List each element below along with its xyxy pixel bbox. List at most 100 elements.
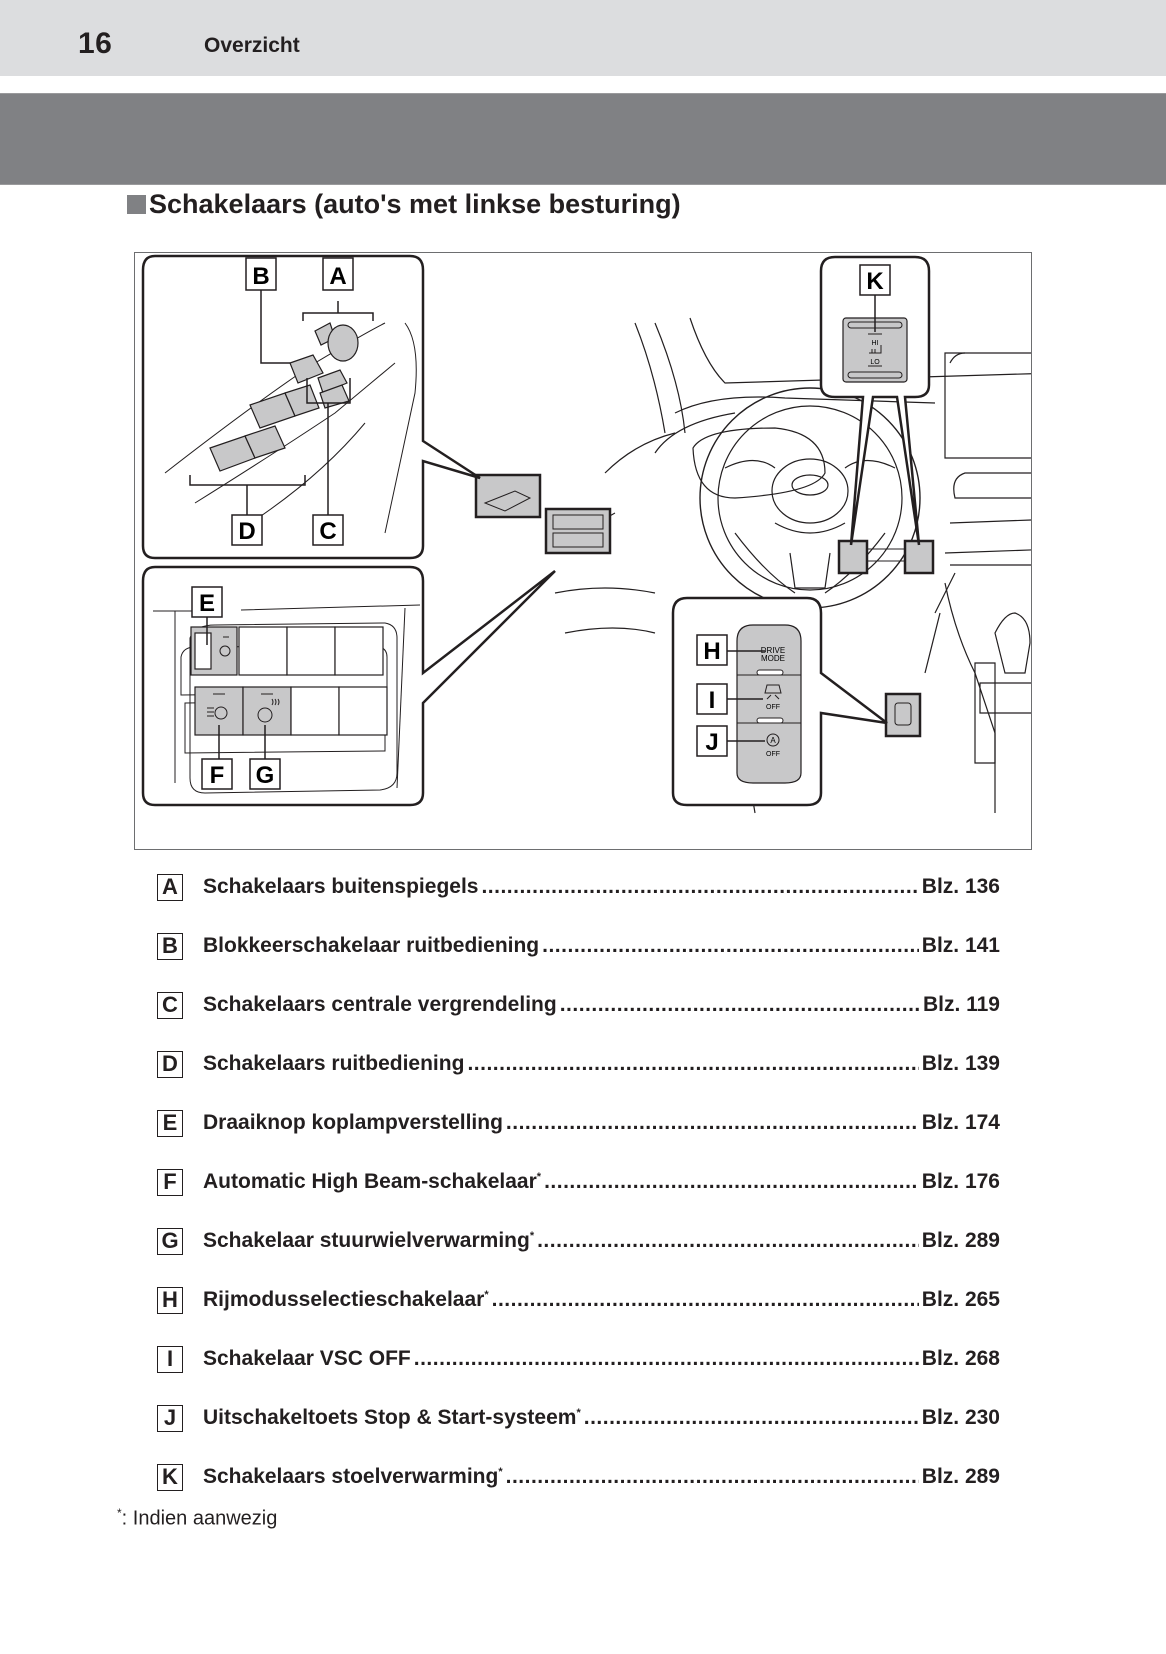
item-label: Rijmodusselectieschakelaar* xyxy=(203,1288,489,1311)
item-label: Schakelaar stuurwielverwarming* xyxy=(203,1229,535,1252)
page-reference-link[interactable]: Blz. 289 xyxy=(921,1229,1000,1252)
page-number: 16 xyxy=(78,27,113,60)
page-reference-link[interactable]: Blz. 289 xyxy=(921,1465,1000,1488)
callout-i-label: I xyxy=(709,687,716,714)
callout-a-label: A xyxy=(329,263,346,290)
page-reference-link[interactable]: Blz. 119 xyxy=(922,993,1000,1016)
page-reference-link[interactable]: Blz. 176 xyxy=(921,1170,1000,1193)
list-item: F Automatic High Beam-schakelaar* Blz. 1… xyxy=(157,1167,1000,1197)
leader-dots xyxy=(414,1347,919,1371)
chapter-band xyxy=(0,93,1166,185)
callout-F: F xyxy=(201,758,233,790)
square-bullet-icon xyxy=(127,195,146,214)
vsc-off-label: OFF xyxy=(766,704,780,711)
item-key: I xyxy=(157,1345,183,1373)
leader-dots xyxy=(544,1170,919,1194)
item-key: H xyxy=(157,1286,183,1314)
list-item: A Schakelaars buitenspiegels Blz. 136 xyxy=(157,872,1000,902)
leader-dots xyxy=(542,934,919,958)
leader-dots xyxy=(506,1111,919,1135)
item-label: Schakelaars ruitbediening xyxy=(203,1052,465,1075)
item-label: Draaiknop koplampverstelling xyxy=(203,1111,503,1134)
list-item: D Schakelaars ruitbediening Blz. 139 xyxy=(157,1049,1000,1079)
leader-dots xyxy=(492,1288,919,1312)
seat-heater-icon xyxy=(869,345,882,354)
page-reference-link[interactable]: Blz. 136 xyxy=(921,875,1000,898)
footnote: *: Indien aanwezig xyxy=(117,1506,277,1531)
item-label: Uitschakeltoets Stop & Start-systeem* xyxy=(203,1406,581,1429)
steering-heater-icon xyxy=(257,707,273,723)
footnote-marker: * xyxy=(117,1506,122,1520)
headlight-level-icon xyxy=(219,645,231,657)
switches-illustration: B A D C xyxy=(134,252,1032,850)
leader-dots xyxy=(537,1229,919,1253)
item-key: J xyxy=(157,1404,183,1432)
item-label: Blokkeerschakelaar ruitbediening xyxy=(203,934,540,957)
drive-mode-label-1: DRIVE xyxy=(761,646,785,655)
list-item: I Schakelaar VSC OFF Blz. 268 xyxy=(157,1344,1000,1374)
auto-high-beam-icon xyxy=(214,706,228,720)
callout-j-label: J xyxy=(705,729,718,756)
drive-mode-thumbnail xyxy=(884,692,922,738)
item-label: Automatic High Beam-schakelaar* xyxy=(203,1170,542,1193)
leader-dots xyxy=(506,1465,919,1489)
list-item: C Schakelaars centrale vergrendeling Blz… xyxy=(157,990,1000,1020)
callout-f-label: F xyxy=(210,762,225,789)
item-key: F xyxy=(157,1168,183,1196)
callout-b-label: B xyxy=(252,263,269,290)
stop-start-icon-a: A xyxy=(770,736,776,745)
seat-heater-thumbnails xyxy=(837,539,935,575)
item-label: Schakelaar VSC OFF xyxy=(203,1347,411,1370)
item-key: B xyxy=(157,932,183,960)
section-title: Schakelaars (auto's met linkse besturing… xyxy=(127,189,681,220)
drive-mode-inset: DRIVE MODE OFF A OFF H I J xyxy=(671,596,888,807)
page-reference-link[interactable]: Blz. 268 xyxy=(921,1347,1000,1370)
section-name: Overzicht xyxy=(204,34,300,57)
callout-H: H xyxy=(696,634,728,666)
lower-dash-inset: E F G xyxy=(141,565,556,807)
list-item: E Draaiknop koplampverstelling Blz. 174 xyxy=(157,1108,1000,1138)
leader-dots xyxy=(560,993,920,1017)
callout-h-label: H xyxy=(703,638,720,665)
page-reference-link[interactable]: Blz. 230 xyxy=(921,1406,1000,1429)
page-reference-link[interactable]: Blz. 139 xyxy=(921,1052,1000,1075)
section-title-text: Schakelaars (auto's met linkse besturing… xyxy=(149,189,681,219)
callout-e-label: E xyxy=(199,590,215,617)
callout-B: B xyxy=(245,257,277,291)
dash-switch-thumbnail xyxy=(544,507,612,555)
item-label: Schakelaars centrale vergrendeling xyxy=(203,993,557,1016)
leader-dots xyxy=(467,1052,918,1076)
item-label: Schakelaars buitenspiegels xyxy=(203,875,479,898)
callout-D: D xyxy=(231,514,263,546)
seat-heater-inset: HI LO K xyxy=(819,255,931,546)
page-reference-link[interactable]: Blz. 265 xyxy=(921,1288,1000,1311)
callout-A: A xyxy=(322,257,354,291)
callout-k-label: K xyxy=(866,268,884,295)
illustration-svg: B A D C xyxy=(141,254,1031,814)
list-item: H Rijmodusselectieschakelaar* Blz. 265 xyxy=(157,1285,1000,1315)
seat-lo-label: LO xyxy=(870,359,880,366)
door-switch-thumbnail xyxy=(474,473,542,519)
running-header: 16 Overzicht xyxy=(0,0,1166,76)
callout-J: J xyxy=(696,725,728,757)
item-key: A xyxy=(157,873,183,901)
list-item: B Blokkeerschakelaar ruitbediening Blz. … xyxy=(157,931,1000,961)
page-reference-link[interactable]: Blz. 174 xyxy=(921,1111,1000,1134)
leader-dots xyxy=(584,1406,919,1430)
seat-hi-label: HI xyxy=(872,340,879,347)
callout-g-label: G xyxy=(256,762,275,789)
door-panel-inset: B A D C xyxy=(141,254,481,560)
item-key: K xyxy=(157,1463,183,1491)
callout-C: C xyxy=(312,514,344,546)
stop-start-off-label: OFF xyxy=(766,751,780,758)
leader-dots xyxy=(481,875,918,899)
page-reference-link[interactable]: Blz. 141 xyxy=(921,934,1000,957)
callout-c-label: C xyxy=(319,518,336,545)
vsc-off-icon xyxy=(764,684,782,700)
item-label: Schakelaars stoelverwarming* xyxy=(203,1465,503,1488)
item-key: D xyxy=(157,1050,183,1078)
callout-E: E xyxy=(191,586,223,618)
item-key: G xyxy=(157,1227,183,1255)
list-item: G Schakelaar stuurwielverwarming* Blz. 2… xyxy=(157,1226,1000,1256)
callout-K: K xyxy=(859,264,891,296)
